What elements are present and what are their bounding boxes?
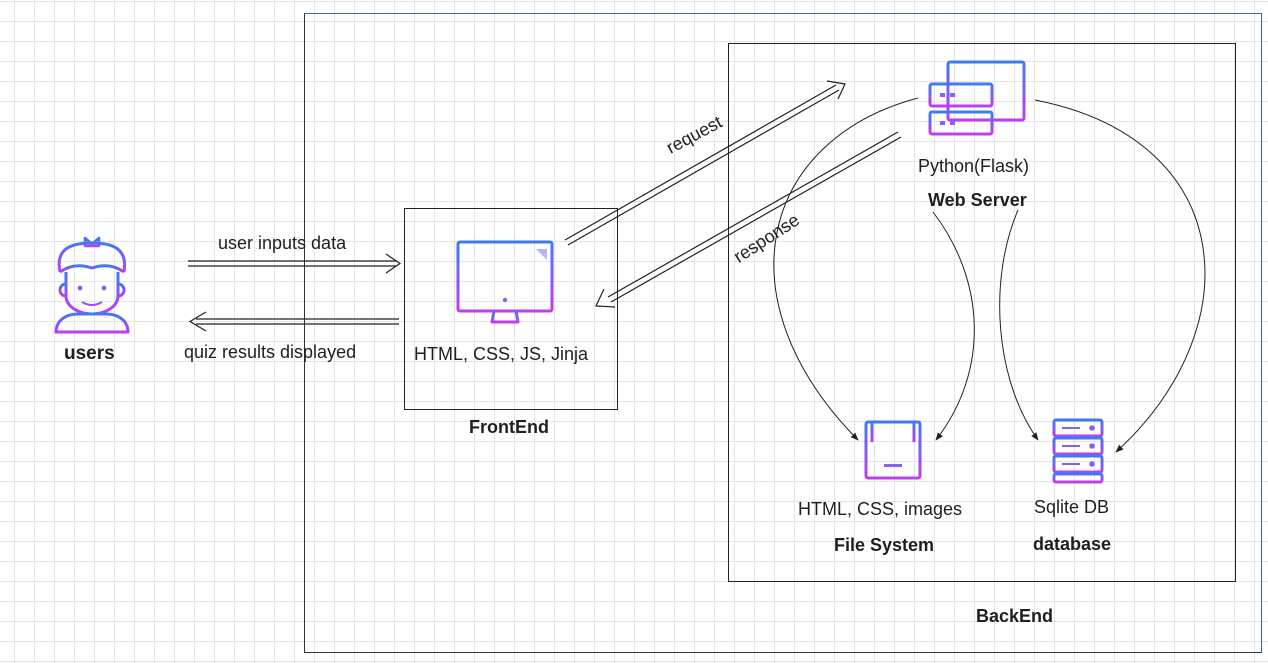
frontend-box — [404, 208, 618, 410]
user-eye-right — [101, 285, 107, 291]
quiz-results-arrow — [188, 311, 399, 332]
backend-outer-boundary — [304, 13, 1262, 653]
frontend-title: FrontEnd — [469, 417, 549, 437]
file-tray-slots — [884, 464, 902, 467]
database-tech-label: Sqlite DB — [1034, 497, 1110, 517]
monitor-corner-shine — [536, 249, 547, 260]
user-eye-left — [77, 285, 83, 291]
server-to-database-outer-curve — [1034, 99, 1206, 453]
server-to-filesystem-outer-curve — [773, 97, 919, 441]
frontend-tech-label: HTML, CSS, JS, Jinja — [414, 344, 589, 364]
database-title: database — [1033, 534, 1112, 554]
user-inputs-arrow — [188, 253, 402, 274]
quiz-results-label: quiz results displayed — [184, 342, 357, 362]
response-arrow — [595, 131, 902, 308]
web-server-tech-label: Python(Flask) — [918, 156, 1030, 176]
users-label: users — [64, 343, 115, 364]
web-server-title: Web Server — [928, 190, 1027, 210]
web-server-icon — [928, 60, 1026, 136]
user-avatar-icon — [54, 236, 130, 334]
database-indicator-lines — [1062, 425, 1095, 467]
desktop-monitor-icon — [456, 240, 554, 330]
server-to-filesystem-inner-curve — [932, 211, 975, 441]
file-tray-icon — [864, 420, 922, 480]
backend-title: BackEnd — [976, 606, 1054, 626]
file-system-title: File System — [834, 535, 935, 555]
request-arrow — [564, 80, 846, 246]
monitor-power-dot — [502, 297, 508, 303]
user-inputs-label: user inputs data — [218, 233, 347, 253]
server-to-database-inner-curve — [999, 209, 1039, 441]
server-led-dots — [940, 93, 955, 125]
file-system-tech-label: HTML, CSS, images — [798, 499, 963, 519]
database-server-icon — [1052, 418, 1104, 484]
backend-services-box — [728, 43, 1236, 582]
